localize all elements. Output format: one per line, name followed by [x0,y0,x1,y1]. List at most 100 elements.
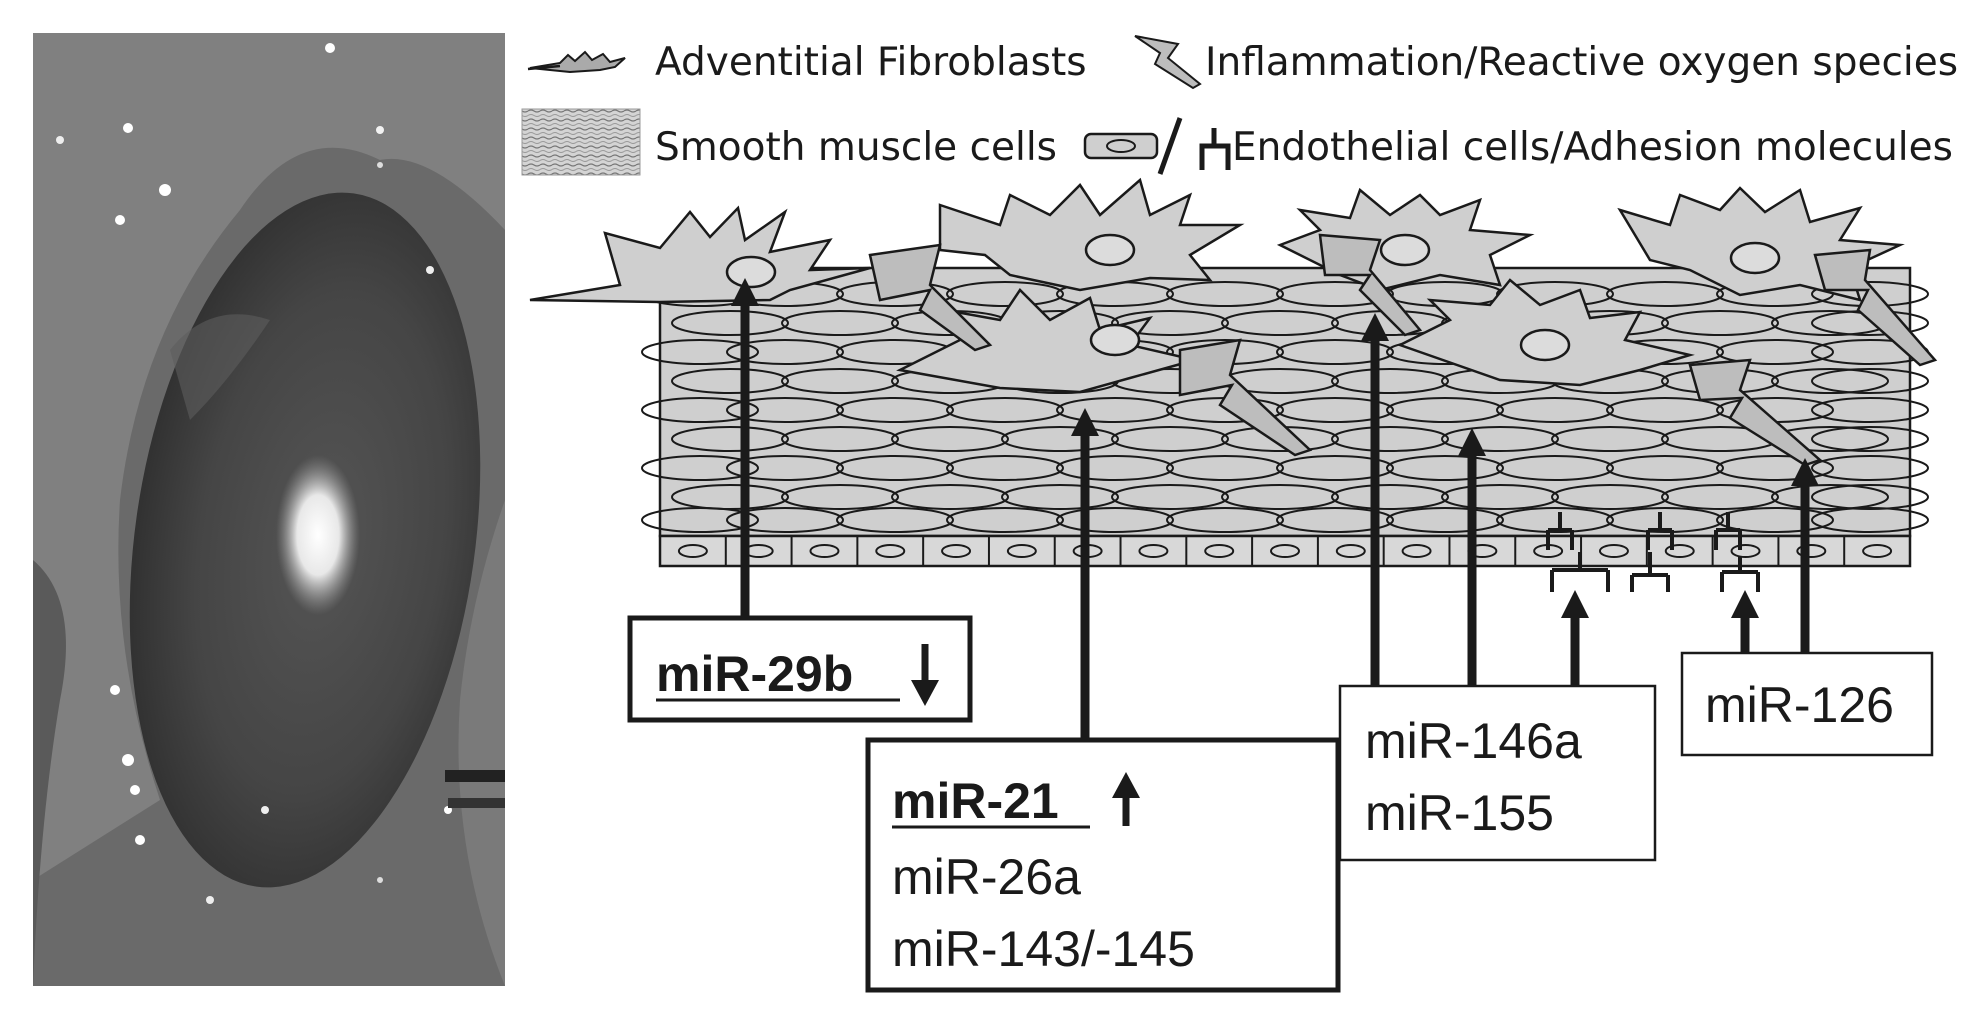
fibroblast-cell [1396,278,1695,387]
smooth-muscle-cell [1386,397,1504,423]
smooth-muscle-cell [946,397,1064,423]
smooth-muscle-cell [1441,484,1559,510]
endothelial-cell [1382,536,1432,566]
lightning-icon [1178,338,1313,457]
smooth-muscle-cell [1166,281,1284,307]
glare-spot [276,455,360,615]
surgical-photo [33,33,505,986]
smooth-muscle-cell [641,455,759,481]
connector-arrows [731,278,1819,740]
fibroblast-cell [938,177,1245,292]
smooth-muscle-cell [1716,455,1834,481]
smooth-muscle-cell [641,507,759,533]
smooth-muscle-cell [1276,281,1394,307]
lightning-icon [868,243,993,352]
smooth-muscle-cell [1551,426,1669,452]
endothelial-cell [1843,536,1893,566]
smooth-muscle-cell [781,368,899,394]
legend-slash [1157,117,1183,175]
endothelial-cell [1185,536,1235,566]
smooth-muscle-cell [1111,484,1229,510]
inflammation-bolts [868,233,1938,467]
mir126-label: miR-126 [1705,677,1894,733]
smooth-muscle-cell [781,484,899,510]
smooth-muscle-cell [1386,507,1504,533]
smooth-muscle-cell [1811,426,1929,452]
endothelial-cell [1316,536,1366,566]
down-arrow-icon [911,644,939,706]
smooth-muscle-cell [671,368,789,394]
smooth-muscle-cell [836,397,954,423]
smooth-muscle-cell [891,484,1009,510]
smooth-muscle-cell [1111,310,1229,336]
smooth-muscle-cell [671,426,789,452]
mir146a-155-box: miR-146a miR-155 [1338,684,1657,862]
legend-inflammation: Inflammation/Reactive oxygen species [1205,40,1958,85]
smooth-muscle-cell [1716,507,1834,533]
smooth-muscle-cell [946,507,1064,533]
smooth-muscle-cell [781,426,899,452]
arrow-head [731,278,759,306]
adventitial-fibroblasts [529,177,1905,394]
smooth-muscle-cell [641,397,759,423]
endothelial-cell [1251,536,1300,566]
smooth-muscle-cell [1771,368,1889,394]
smooth-muscle-cell [1811,368,1929,394]
mir21-box: miR-21 miR-26a miR-143/-145 [865,737,1341,993]
smooth-muscle-cell [1001,426,1119,452]
smooth-muscle-cell [1056,455,1174,481]
arrow-head [1361,313,1389,341]
smooth-muscle-cell [1386,455,1504,481]
arrow-head [1731,590,1759,618]
smooth-muscle-cell [1551,484,1669,510]
endothelial-cell [1711,536,1761,566]
up-arrow-icon [1112,772,1140,826]
smooth-muscle-cell [946,455,1064,481]
smooth-muscle-cell [1606,397,1724,423]
smooth-muscle-cell [1496,455,1614,481]
endothelial-cell [790,536,840,566]
smooth-muscle-cell [1811,507,1929,533]
fibroblast-cell [529,205,871,304]
smooth-muscle-cell [836,507,954,533]
mir143-145-label: miR-143/-145 [892,921,1195,977]
smooth-muscle-cell [1056,397,1174,423]
smooth-muscle-cell [1056,507,1174,533]
lightning-icon [1813,248,1938,367]
vessel-wall [529,177,1938,740]
adhesion-molecule-icon [1199,128,1231,170]
smooth-muscle-cell [1771,484,1889,510]
legend-endothelial: Endothelial cells/Adhesion molecules [1232,125,1953,170]
smooth-muscle-cell [1166,455,1284,481]
smooth-muscle-cell [1221,310,1339,336]
smooth-muscle-cell [1276,397,1394,423]
arrow-head [1458,428,1486,456]
mir21-label: miR-21 [892,773,1059,829]
smooth-muscle-cell [836,455,954,481]
smooth-muscle-cell [641,339,759,365]
fibroblast-cell [896,288,1196,394]
smooth-muscle-cell [1276,339,1394,365]
smooth-muscle-cell [1811,397,1929,423]
arrow-head [1071,408,1099,436]
media-layer [658,266,1912,538]
mir29b-label: miR-29b [656,646,853,702]
smooth-muscle-cell [891,426,1009,452]
smooth-muscle-cell [1221,484,1339,510]
endothelial-cells [677,536,1893,566]
smooth-muscle-cell [1441,426,1559,452]
smooth-muscle-cell [726,455,844,481]
endothelial-cell [922,536,972,566]
endothelial-cell-icon [1083,132,1159,160]
mir155-label: miR-155 [1365,785,1554,841]
smooth-muscle-cell [1111,426,1229,452]
smooth-muscle-cell [671,310,789,336]
endothelial-cell [856,536,906,566]
smooth-muscle-cell [1001,484,1119,510]
mir29b-box: miR-29b [627,615,973,723]
mir26a-label: miR-26a [892,849,1081,905]
endothelial-cell [1119,536,1169,566]
smooth-muscle-cell [726,397,844,423]
endothelial-layer [658,534,1912,568]
